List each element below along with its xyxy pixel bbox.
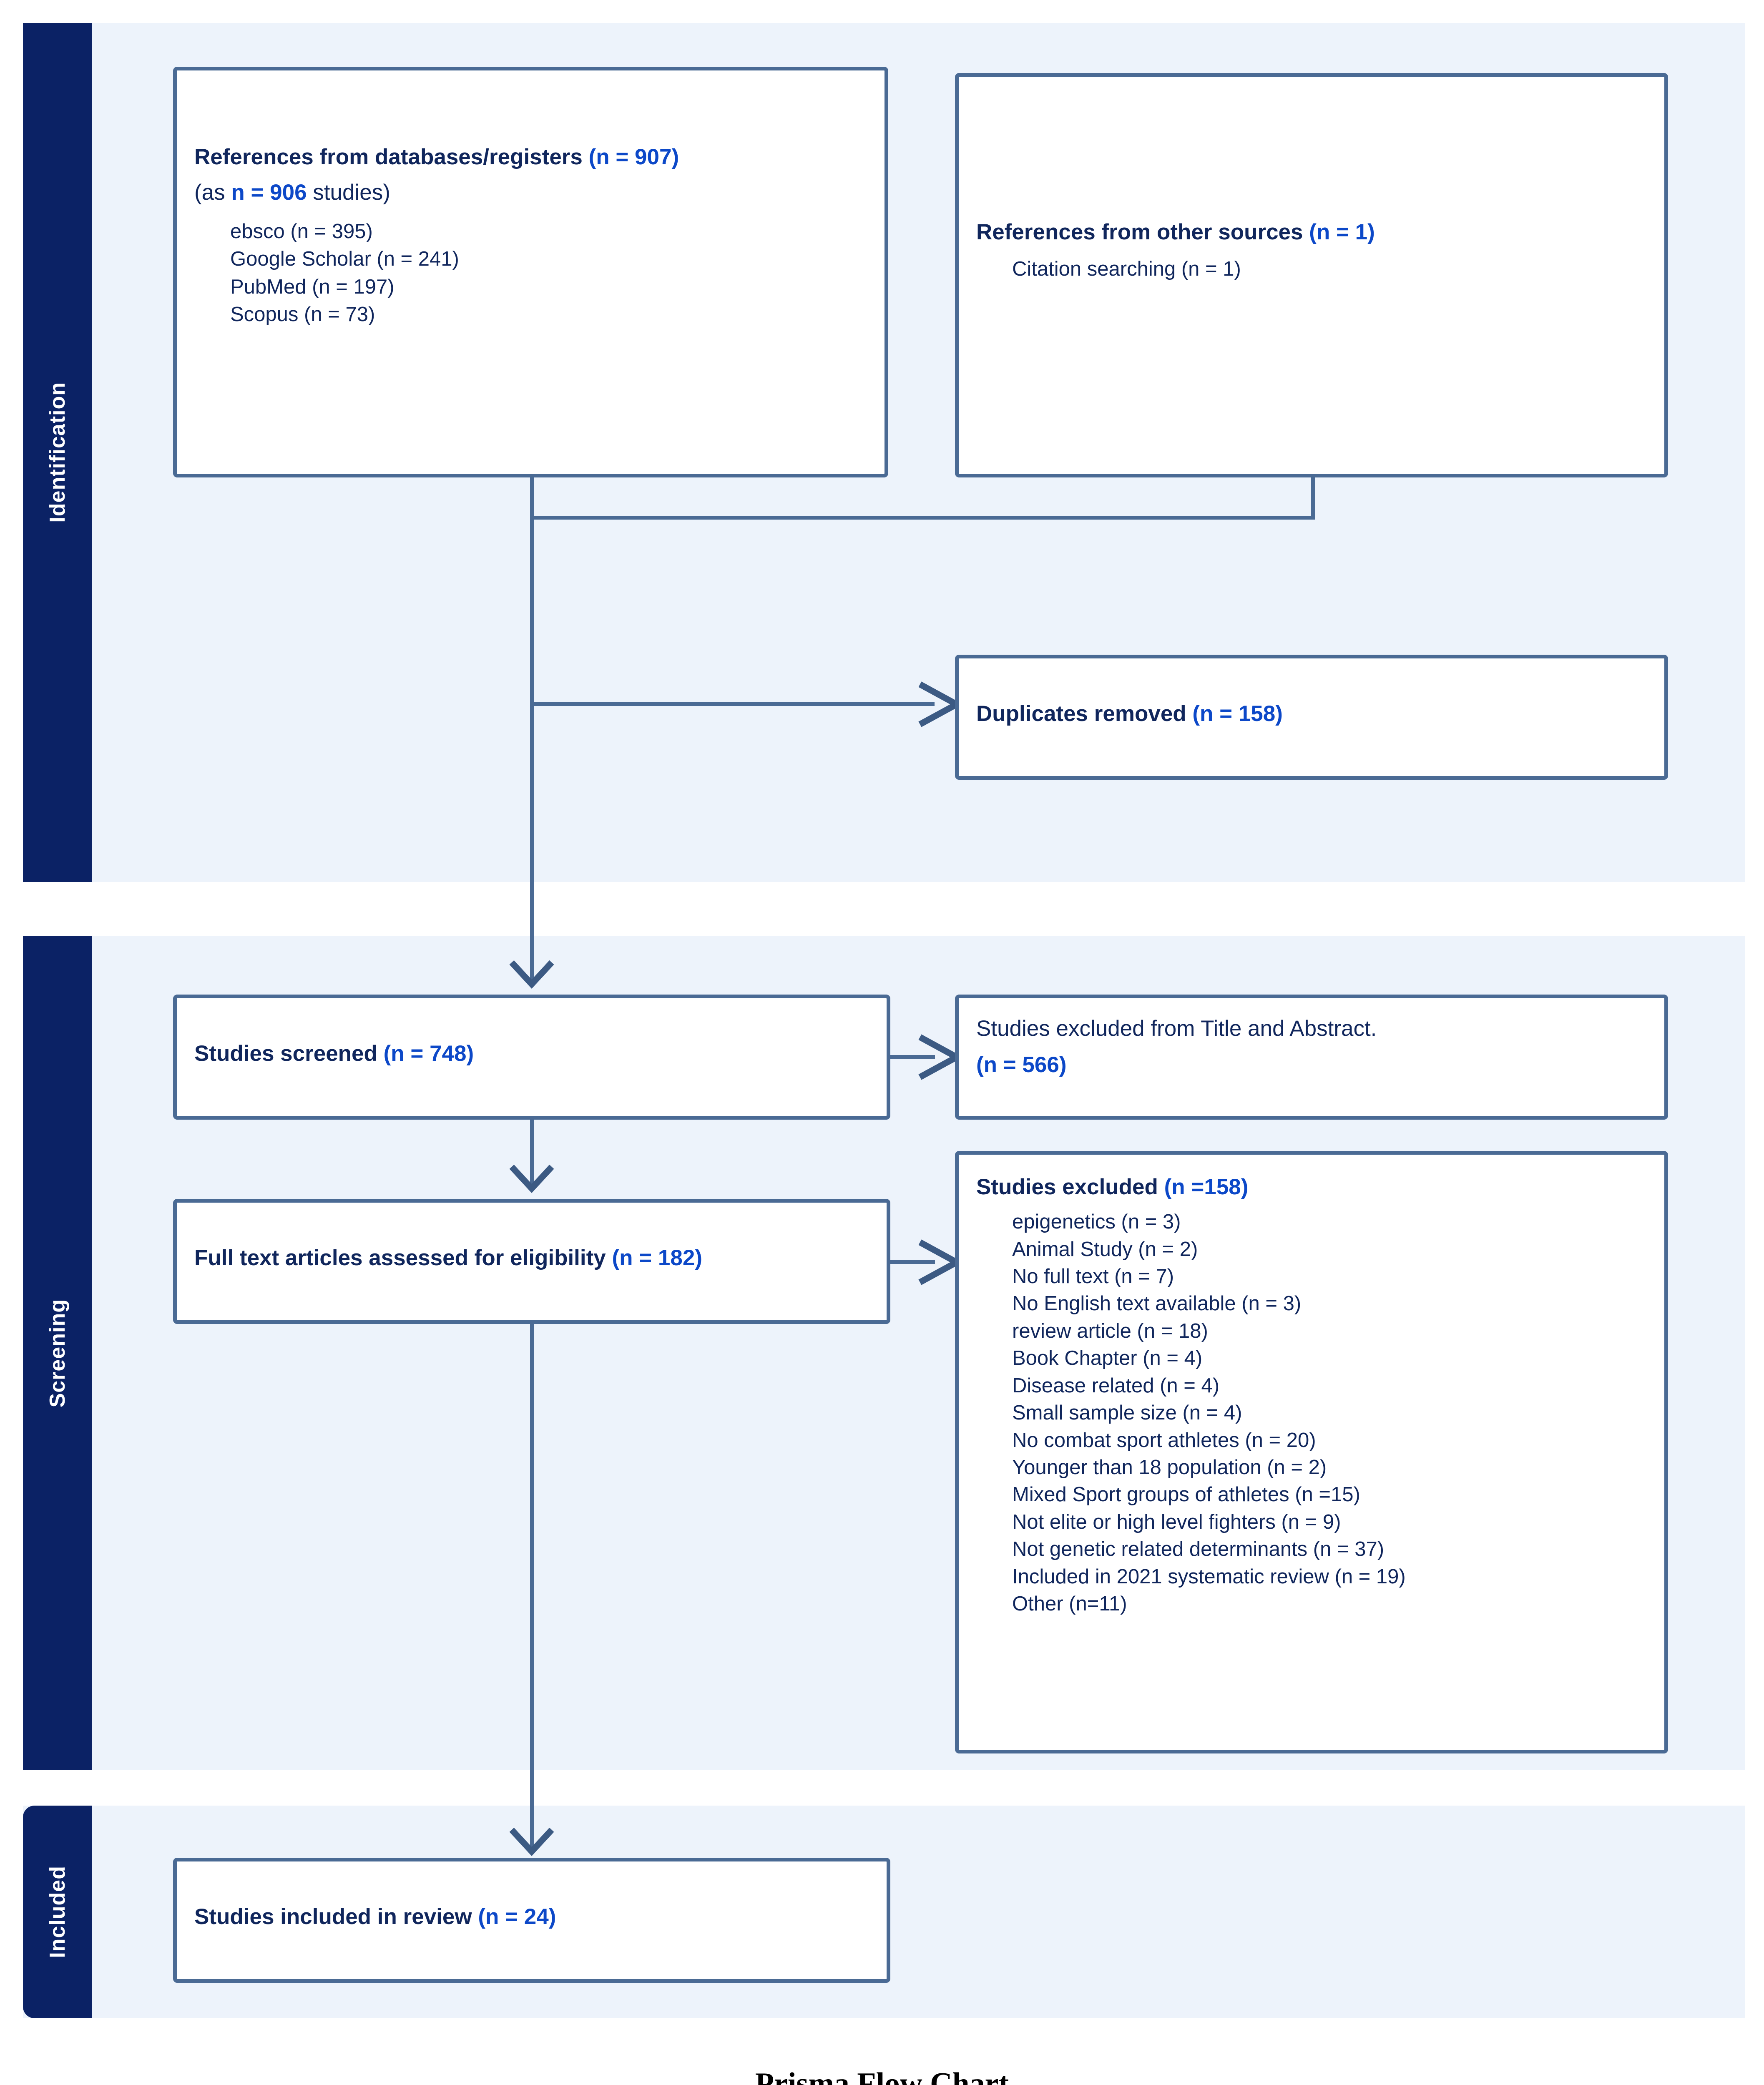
stage-sidebar-identification: Identification: [23, 23, 92, 882]
databases-studies-count: n = 906: [231, 180, 307, 205]
excluded-ft-reason: Included in 2021 systematic review (n = …: [1012, 1565, 1406, 1588]
connector-screened-to-excluded-ta: [889, 1055, 935, 1059]
box-studies-included: Studies included in review (n = 24): [173, 1858, 890, 1983]
duplicates-headline: Duplicates removed (n = 158): [976, 698, 1647, 729]
stage-label-screening: Screening: [45, 1299, 70, 1408]
screened-headline: Studies screened (n = 748): [194, 1038, 869, 1069]
box-excluded-full-text: Studies excluded (n =158) epigenetics (n…: [955, 1151, 1668, 1753]
excluded-ft-reason: Not genetic related determinants (n = 37…: [1012, 1538, 1385, 1561]
excluded-ft-headline-text: Studies excluded: [976, 1175, 1164, 1199]
databases-studies-post: studies): [307, 180, 390, 205]
duplicates-headline-text: Duplicates removed: [976, 701, 1193, 726]
screened-count: (n = 748): [383, 1041, 474, 1066]
box-references-other-sources: References from other sources (n = 1) Ci…: [955, 73, 1668, 477]
other-sources-headline-text: References from other sources: [976, 220, 1309, 244]
connector-screened-to-fulltext: [530, 1118, 534, 1188]
other-sources-headline: References from other sources (n = 1): [976, 216, 1647, 248]
fulltext-headline-text: Full text articles assessed for eligibil…: [194, 1246, 612, 1270]
excluded-ft-reason: Book Chapter (n = 4): [1012, 1347, 1203, 1370]
excluded-ft-count: (n =158): [1164, 1175, 1249, 1199]
connector-merge-bar: [530, 516, 1315, 520]
databases-source-item: Scopus (n = 73): [230, 303, 375, 326]
databases-source-item: PubMed (n = 197): [230, 275, 395, 298]
excluded-ft-reason: No English text available (n = 3): [1012, 1292, 1302, 1315]
included-headline-text: Studies included in review: [194, 1904, 478, 1929]
box-duplicates-removed: Duplicates removed (n = 158): [955, 655, 1668, 780]
excluded-ft-headline: Studies excluded (n =158): [976, 1171, 1647, 1203]
other-sources-item: Citation searching (n = 1): [1012, 258, 1241, 281]
connector-to-duplicates: [530, 702, 935, 706]
arrowhead-included: [508, 1826, 555, 1856]
box-references-databases: References from databases/registers (n =…: [173, 67, 888, 477]
box-full-text-assessed: Full text articles assessed for eligibil…: [173, 1199, 890, 1324]
arrowhead-fulltext: [508, 1163, 555, 1193]
other-sources-count: (n = 1): [1309, 220, 1375, 244]
fulltext-headline: Full text articles assessed for eligibil…: [194, 1242, 869, 1274]
excluded-ft-reason: Animal Study (n = 2): [1012, 1238, 1198, 1261]
figure-caption: Prisma Flow Chart: [755, 2067, 1009, 2085]
connector-databases-down: [530, 477, 534, 519]
databases-count: (n = 907): [588, 145, 679, 169]
excluded-ft-reason: review article (n = 18): [1012, 1319, 1208, 1342]
screened-headline-text: Studies screened: [194, 1041, 384, 1066]
excluded-ft-reason: Small sample size (n = 4): [1012, 1402, 1242, 1424]
databases-headline: References from databases/registers (n =…: [194, 141, 867, 173]
box-studies-screened: Studies screened (n = 748): [173, 995, 890, 1120]
databases-studies-pre: (as: [194, 180, 231, 205]
included-headline: Studies included in review (n = 24): [194, 1901, 869, 1932]
databases-source-item: Google Scholar (n = 241): [230, 248, 459, 271]
excluded-ft-reason: epigenetics (n = 3): [1012, 1211, 1181, 1233]
stage-sidebar-included: Included: [23, 1806, 92, 2018]
databases-headline-text: References from databases/registers: [194, 145, 589, 169]
box-excluded-title-abstract: Studies excluded from Title and Abstract…: [955, 995, 1668, 1120]
duplicates-count: (n = 158): [1192, 701, 1283, 726]
connector-fulltext-to-included: [530, 1323, 534, 1852]
excluded-ta-count: (n = 566): [976, 1053, 1067, 1078]
databases-studies-line: (as n = 906 studies): [194, 177, 867, 208]
connector-other-sources-down: [1311, 477, 1315, 519]
excluded-ta-headline: Studies excluded from Title and Abstract…: [976, 1016, 1377, 1041]
fulltext-count: (n = 182): [612, 1246, 703, 1270]
stage-sidebar-screening: Screening: [23, 936, 92, 1770]
excluded-ft-reason: Younger than 18 population (n = 2): [1012, 1456, 1327, 1479]
included-count: (n = 24): [478, 1904, 556, 1929]
connector-trunk-to-screened: [530, 516, 534, 985]
connector-fulltext-to-excluded: [889, 1260, 935, 1264]
excluded-ft-reason: No full text (n = 7): [1012, 1265, 1174, 1288]
excluded-ft-reason: Other (n=11): [1012, 1592, 1127, 1615]
excluded-ft-reason: Disease related (n = 4): [1012, 1374, 1220, 1397]
stage-label-included: Included: [45, 1866, 70, 1958]
arrowhead-screened: [508, 959, 555, 989]
excluded-ft-reason: Not elite or high level fighters (n = 9): [1012, 1510, 1341, 1533]
databases-source-item: ebsco (n = 395): [230, 220, 373, 243]
excluded-ft-reason: No combat sport athletes (n = 20): [1012, 1429, 1316, 1452]
stage-label-identification: Identification: [45, 382, 70, 523]
excluded-ft-reason: Mixed Sport groups of athletes (n =15): [1012, 1483, 1360, 1506]
